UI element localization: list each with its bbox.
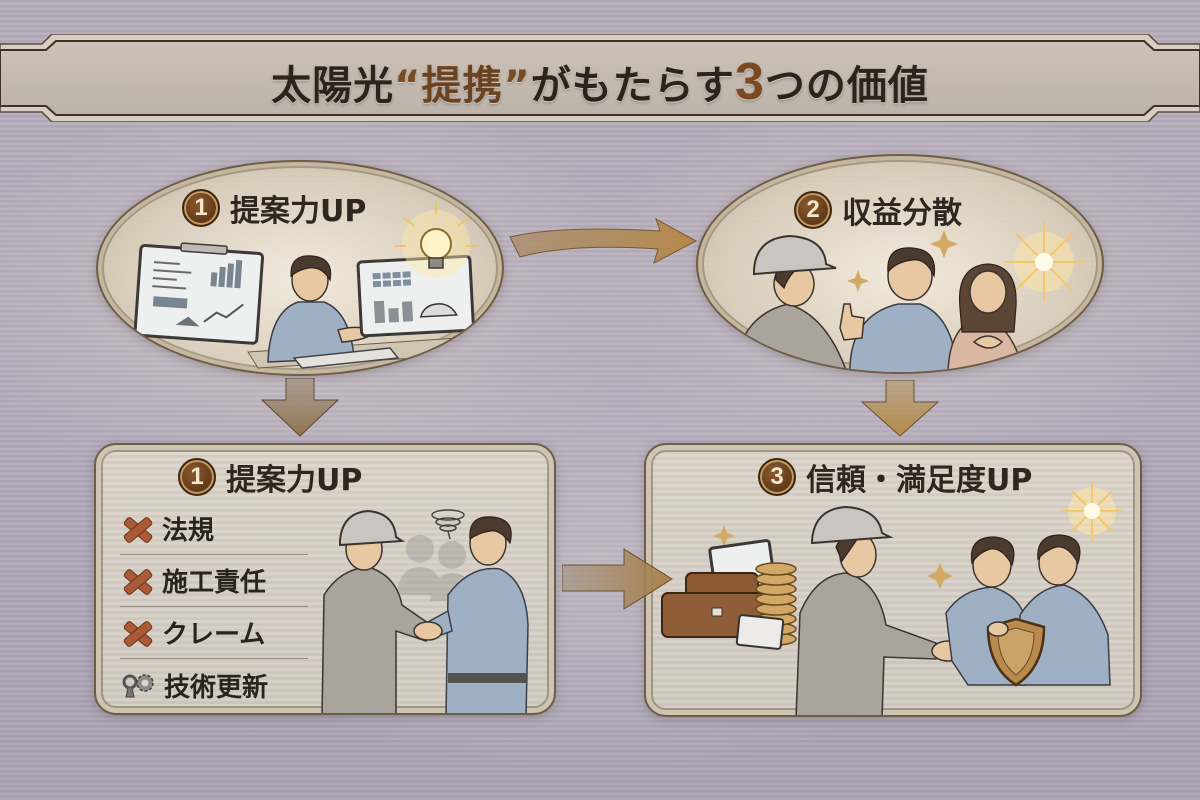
number-badge-2: 2 [794,191,832,229]
issue-label: 施工責任 [162,568,267,598]
panel-heading-text: 提案力UP [226,463,363,498]
number-badge-3: 3 [758,458,796,496]
panel-heading: 3 信頼・満足度UP [758,455,1032,499]
issue-item-regulations: 法規 [120,503,308,555]
panel-heading: 1 提案力UP [178,455,362,499]
title-accent: 提携 [421,63,504,109]
woman-figure [947,263,1024,372]
panel-heading-text: 収益分散 [842,196,962,231]
trust-handshake-illustration [661,481,1122,715]
customer-figure [1017,534,1111,686]
panel-proposal-power-oval: 1 提案力UP [96,160,504,376]
hardhat-worker-figure [733,234,848,372]
issue-item-tech-updates: 技術更新 [120,659,308,711]
panel-heading: 2 収益分散 [794,188,962,232]
sun-glare-icon [1004,222,1084,302]
sparkle-icon [847,270,869,292]
lightbulb-icon [394,202,478,278]
man-thumbs-up-figure [839,247,959,372]
arrow-right-icon [562,548,673,610]
gear-icon [122,674,154,698]
title-close-quote: ” [503,63,531,109]
hardhat-worker-figure [321,509,429,713]
title-prefix: 太陽光 [271,63,395,109]
page-title: 太陽光“提携”がもたらす3つの価値 [0,52,1200,112]
handshake-icon [413,621,443,641]
handshake-illustration [321,509,529,713]
client-figure [425,516,529,713]
title-middle: がもたらす [530,63,735,109]
sparkle-icon [930,230,958,258]
shield-icon [986,617,1046,687]
issue-list: 法規 施工責任 クレーム 技術更新 [120,503,308,711]
title-banner: 太陽光“提携”がもたらす3つの価値 [0,34,1200,122]
issue-label: 技術更新 [164,672,269,703]
tablet-icon [735,614,785,650]
title-number: 3 [734,53,765,111]
arrow-right-curved-icon [509,217,698,264]
panel-trust-satisfaction-card: 3 信頼・満足度UP [644,443,1142,717]
sparkle-icon [927,563,953,589]
panel-heading-text: 提案力UP [230,194,367,229]
panel-heading: 1 提案力UP [182,186,366,230]
worker-desk-illustration [133,202,480,369]
monitor-icon [356,254,475,338]
confusion-swirl-icon [431,509,465,540]
sun-glare-icon [1062,481,1122,541]
issue-item-construction-liability: 施工責任 [120,555,308,607]
issue-item-complaints: クレーム [120,607,308,659]
arrow-down-icon [260,378,340,437]
clipboard-icon [133,242,265,345]
title-suffix: つの価値 [764,63,929,109]
panel-heading-text: 信頼・満足度UP [806,463,1033,498]
number-badge-1: 1 [182,189,220,227]
customer-figure [945,536,1027,686]
panel-proposal-power-card: 1 提案力UP 法規 施工責任 クレーム 技術更新 [94,443,556,715]
worker-figure [267,255,376,363]
banner-frame [0,34,1200,122]
panel-revenue-diversification-oval: 2 収益分散 [696,154,1104,374]
team-thumbs-up-illustration [733,222,1084,372]
arrow-down-icon [860,380,940,437]
issue-label: 法規 [162,516,215,546]
title-open-quote: “ [394,63,422,109]
hardhat-worker-figure [795,505,937,715]
sparkle-icon [713,525,735,547]
issue-label: クレーム [162,620,266,650]
number-badge-1: 1 [178,458,216,496]
